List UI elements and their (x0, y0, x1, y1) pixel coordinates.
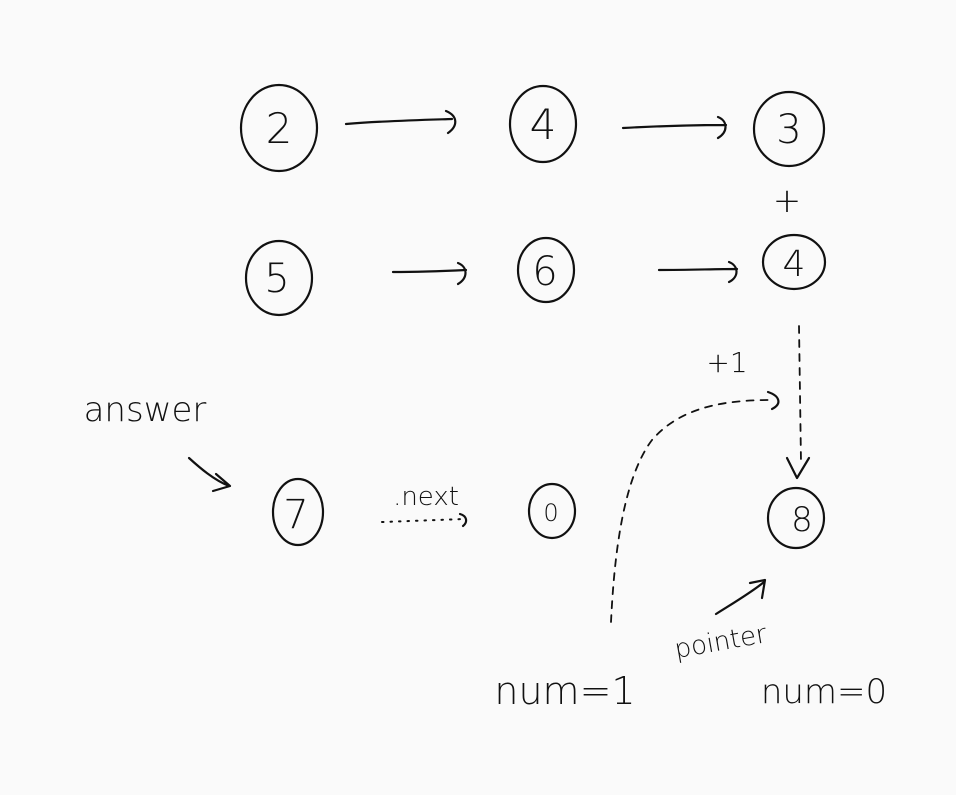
next-dotted-arrow (381, 518, 465, 523)
plus-sign: + (773, 181, 802, 221)
list1-arrow-1 (344, 109, 457, 135)
list2-node-3-value: 4 (783, 244, 806, 285)
pointer-arrow (714, 578, 767, 616)
carry-curved-dashed-arrow (610, 399, 773, 623)
list1-arrow-2 (621, 115, 728, 140)
sum-down-dashed-arrow (798, 325, 802, 463)
list1-node-1: 2 (239, 83, 319, 173)
answer-node-3: 8 (766, 486, 826, 550)
list1-node-2: 4 (508, 84, 578, 164)
pointer-label: pointer (672, 619, 769, 665)
answer-node-1-value: 7 (283, 492, 308, 538)
list2-node-1: 5 (244, 239, 314, 317)
carry-arrowhead (766, 390, 780, 411)
list2-node-2-value: 6 (532, 249, 557, 295)
answer-node-3-value: 8 (791, 500, 813, 540)
sum-down-arrowhead (785, 456, 811, 480)
list1-node-2-value: 4 (530, 100, 557, 149)
list1-node-3-value: 3 (776, 107, 801, 153)
list2-node-1-value: 5 (264, 256, 289, 302)
carry-plus-one-label: +1 (706, 346, 747, 379)
list1-node-3: 3 (752, 90, 826, 168)
list2-node-3: 4 (761, 233, 827, 291)
next-label: .next (393, 482, 459, 512)
answer-node-2-value: 0 (543, 499, 558, 527)
answer-pointer-arrow (187, 456, 232, 493)
num-left-label: num=1 (494, 669, 635, 713)
answer-label: answer (84, 390, 207, 430)
answer-node-1: 7 (271, 477, 325, 547)
list2-arrow-2 (657, 260, 739, 284)
list2-arrow-1 (391, 261, 468, 286)
answer-node-2: 0 (527, 482, 577, 540)
next-arrowhead (458, 512, 468, 528)
num-right-label: num=0 (761, 672, 887, 712)
list2-node-2: 6 (516, 236, 576, 304)
list1-node-1-value: 2 (266, 104, 293, 153)
